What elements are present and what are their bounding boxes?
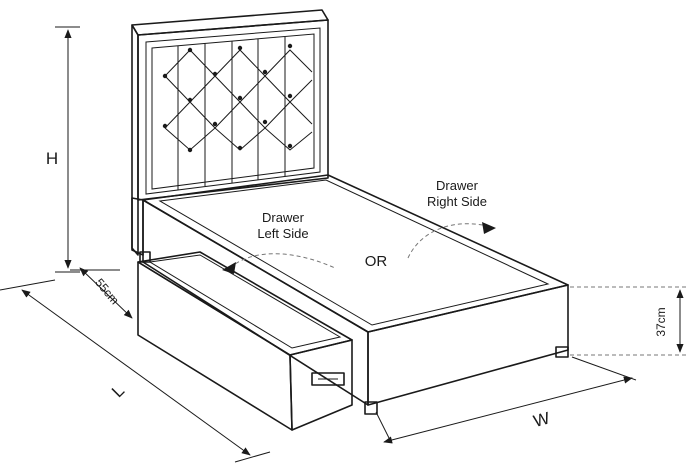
drawer-handle bbox=[311, 372, 345, 386]
length-dimension bbox=[0, 279, 271, 463]
drawer-right-label-line2: Right Side bbox=[427, 194, 487, 209]
bed-height-dimension bbox=[570, 286, 688, 356]
height-dimension bbox=[55, 26, 80, 273]
width-label: W bbox=[531, 408, 551, 431]
right-drawer-arrowhead bbox=[482, 222, 496, 234]
or-label: OR bbox=[365, 253, 388, 270]
bed-height-label: 37cm bbox=[654, 307, 668, 336]
drawer-depth-label: 55cm bbox=[92, 276, 122, 307]
drawer-right-label-line1: Drawer bbox=[436, 178, 479, 193]
left-drawer-arrow-path bbox=[229, 253, 336, 269]
bed-base bbox=[131, 174, 569, 415]
drawer-depth-dimension bbox=[70, 267, 133, 319]
drawer-left-label-line2: Left Side bbox=[257, 226, 308, 241]
height-label: H bbox=[46, 149, 58, 168]
length-label: L bbox=[108, 381, 128, 401]
headboard bbox=[131, 9, 329, 256]
width-dimension bbox=[375, 356, 637, 444]
drawer-left-label-line1: Drawer bbox=[262, 210, 305, 225]
left-drawer-arrowhead bbox=[222, 262, 236, 274]
right-drawer-arrow-path bbox=[407, 223, 489, 259]
